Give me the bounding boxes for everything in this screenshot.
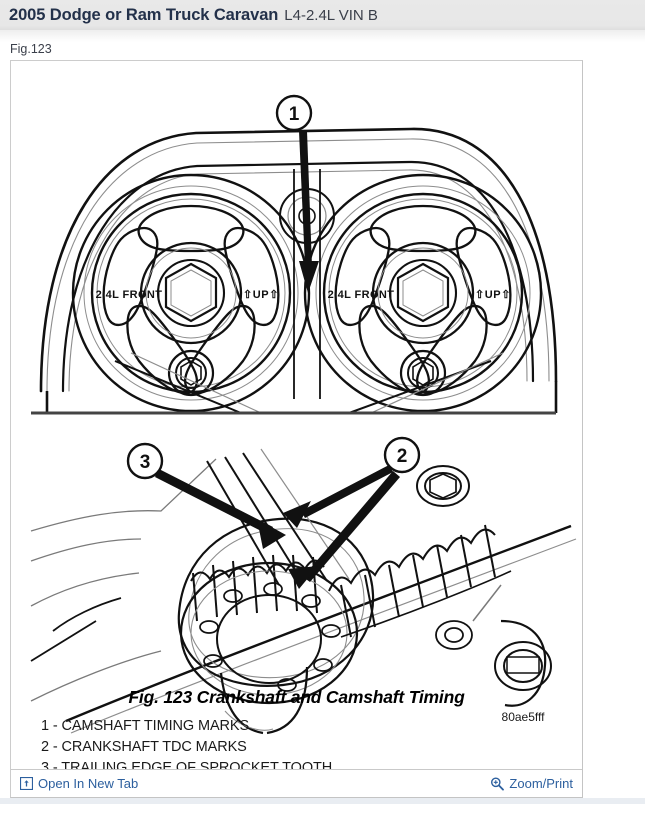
flange-bolt-holes xyxy=(199,582,341,692)
page-title: 2005 Dodge or Ram Truck Caravan xyxy=(9,5,279,24)
timing-belt-lower-run xyxy=(45,352,558,414)
figure-viewer-panel: 2.4L FRONT ⇧UP⇧ xyxy=(10,60,583,798)
page-header: 2005 Dodge or Ram Truck Caravan L4-2.4L … xyxy=(0,0,645,30)
idler-eyelet xyxy=(435,620,473,650)
figure-watermark: 80ae5fff xyxy=(502,710,546,724)
timing-belt-strand xyxy=(293,169,321,399)
figure-toolbar: Open In New Tab Zoom/Print xyxy=(11,769,582,797)
open-in-new-tab-button[interactable]: Open In New Tab xyxy=(20,776,138,791)
zoom-print-button[interactable]: Zoom/Print xyxy=(490,776,573,791)
callout-3: 3 xyxy=(126,442,286,549)
right-camshaft-sprocket xyxy=(303,173,543,413)
figure-reference-label: Fig.123 xyxy=(10,42,52,56)
right-timing-belt-teeth xyxy=(328,524,512,638)
callout-1-number: 1 xyxy=(289,104,300,125)
technical-diagram: 2.4L FRONT ⇧UP⇧ xyxy=(11,61,582,751)
callout-3-number: 3 xyxy=(140,452,151,473)
callout-2: 2 xyxy=(283,436,421,589)
svg-text:⇧UP⇧: ⇧UP⇧ xyxy=(475,289,511,301)
left-sprocket-front-mark: 2.4L FRONT xyxy=(96,289,163,301)
bolt-boss-upper-right xyxy=(416,465,470,507)
figure-legend: 1 - CAMSHAFT TIMING MARKS 2 - CRANKSHAFT… xyxy=(41,716,561,779)
header-gradient-divider xyxy=(0,30,645,42)
open-in-new-tab-label: Open In New Tab xyxy=(38,776,139,791)
callout-1: 1 xyxy=(275,94,319,293)
right-sprocket-up-mark: ⇧UP⇧ xyxy=(475,289,511,301)
page-footer-strip xyxy=(0,798,645,804)
bolt-boss-lower-right xyxy=(494,619,552,707)
svg-text:⇧UP⇧: ⇧UP⇧ xyxy=(243,289,279,301)
crankshaft-assembly xyxy=(30,448,577,735)
callout-2-number: 2 xyxy=(397,446,408,467)
zoom-print-label: Zoom/Print xyxy=(509,776,573,791)
right-sprocket-front-mark: 2.4L FRONT xyxy=(328,289,395,301)
magnifier-plus-icon xyxy=(490,777,505,791)
engine-spec-label: L4-2.4L VIN B xyxy=(284,6,378,24)
legend-item: 2 - CRANKSHAFT TDC MARKS xyxy=(41,739,247,755)
left-sprocket-up-mark: ⇧UP⇧ xyxy=(243,289,279,301)
open-in-new-tab-icon xyxy=(20,777,33,790)
left-camshaft-sprocket xyxy=(71,173,311,413)
crankshaft-hub-flange xyxy=(179,561,359,735)
legend-item: 1 - CAMSHAFT TIMING MARKS xyxy=(41,718,250,734)
figure-caption: Fig. 123 Crankshaft and Camshaft Timing xyxy=(128,687,465,707)
